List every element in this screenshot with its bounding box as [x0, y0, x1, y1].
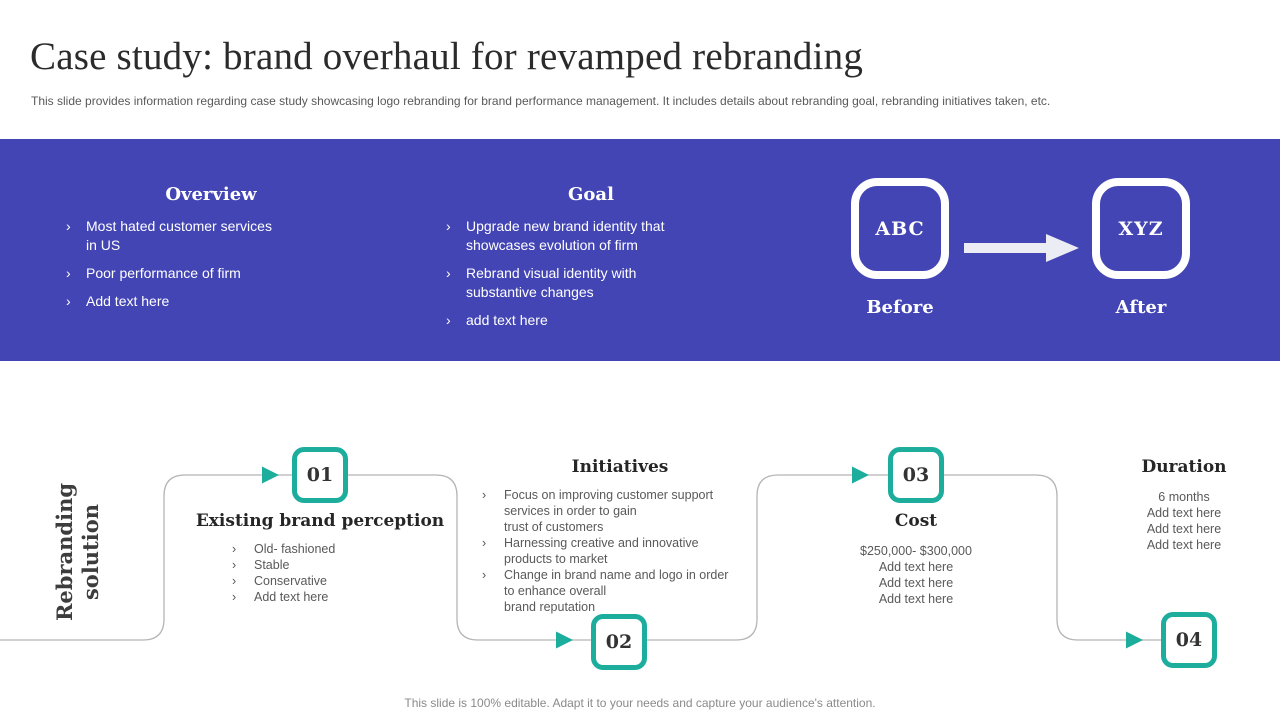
section-bullet-list: ›Old- fashioned ›Stable ›Conservative ›A… [232, 541, 460, 605]
step-number: 02 [605, 631, 633, 653]
goal-bullet: ›Upgrade new brand identity that showcas… [446, 218, 665, 253]
overview-bullet: ›Most hated customer services in US [66, 218, 272, 253]
bullet-chevron-icon: › [446, 218, 451, 234]
bullet-chevron-icon: › [446, 265, 451, 281]
bullet-chevron-icon: › [446, 312, 451, 328]
bullet-chevron-icon: › [66, 265, 71, 281]
section-heading: Existing brand perception [195, 511, 445, 531]
bullet-chevron-icon: › [232, 542, 237, 556]
cost-line: Add text here [878, 560, 954, 574]
section-bullet: ›Change in brand name and logo in order … [482, 568, 729, 614]
duration-section: Duration 6 months Add text here Add text… [1084, 457, 1280, 553]
overview-bullet: ›Add text here [66, 293, 170, 309]
transition-arrow-icon [964, 234, 1079, 262]
overview-bullet-list: ›Most hated customer services in US ›Poo… [66, 217, 356, 311]
bullet-chevron-icon: › [232, 574, 237, 588]
cost-section: Cost $250,000- $300,000 Add text here Ad… [816, 511, 1016, 607]
section-heading: Duration [1141, 457, 1227, 477]
cost-lines: $250,000- $300,000 Add text here Add tex… [816, 543, 1016, 607]
section-heading: Initiatives [571, 457, 669, 477]
bullet-chevron-icon: › [482, 536, 487, 550]
initiatives-section: Initiatives ›Focus on improving customer… [470, 457, 770, 615]
step-number: 03 [902, 464, 930, 486]
flow-arrow-icon [262, 466, 279, 484]
goal-bullet: ›add text here [446, 312, 548, 328]
overview-bullet: ›Poor performance of firm [66, 265, 241, 281]
step-number-box-01: 01 [292, 447, 348, 503]
duration-line: Add text here [1146, 506, 1222, 520]
overview-section: Overview ›Most hated customer services i… [66, 184, 356, 320]
bullet-chevron-icon: › [66, 293, 71, 309]
rebranding-solution-label: Rebranding solution [52, 482, 103, 622]
step-number: 04 [1175, 629, 1203, 651]
summary-banner: Overview ›Most hated customer services i… [0, 139, 1280, 361]
flow-arrow-icon [852, 466, 869, 484]
goal-section: Goal ›Upgrade new brand identity that sh… [446, 184, 736, 339]
before-logo-box: ABC [851, 178, 949, 279]
bullet-chevron-icon: › [482, 488, 487, 502]
before-logo-text: ABC [875, 217, 925, 240]
slide-footer-note: This slide is 100% editable. Adapt it to… [404, 696, 876, 710]
after-label: After [1115, 297, 1167, 318]
bullet-chevron-icon: › [482, 568, 487, 582]
section-bullet: ›Old- fashioned [232, 542, 336, 556]
cost-line: Add text here [878, 592, 954, 606]
duration-line: Add text here [1146, 522, 1222, 536]
step-number: 01 [306, 464, 334, 486]
cost-line: $250,000- $300,000 [860, 544, 972, 558]
section-bullet: ›Stable [232, 558, 290, 572]
flow-arrow-icon [556, 631, 573, 649]
section-bullet: ›Add text here [232, 590, 329, 604]
step-number-box-04: 04 [1161, 612, 1217, 668]
duration-line: 6 months [1158, 490, 1210, 504]
before-label: Before [866, 297, 934, 318]
duration-lines: 6 months Add text here Add text here Add… [1084, 489, 1280, 553]
section-bullet-list: ›Focus on improving customer support ser… [482, 487, 770, 615]
duration-line: Add text here [1146, 538, 1222, 552]
section-bullet: ›Harnessing creative and innovative prod… [482, 536, 699, 566]
step-number-box-02: 02 [591, 614, 647, 670]
flow-arrow-icon [1126, 631, 1143, 649]
slide-subtitle: This slide provides information regardin… [31, 94, 1051, 108]
section-bullet: ›Focus on improving customer support ser… [482, 488, 714, 534]
after-logo-box: XYZ [1092, 178, 1190, 279]
bullet-chevron-icon: › [66, 218, 71, 234]
bullet-chevron-icon: › [232, 558, 237, 572]
overview-heading: Overview [165, 184, 257, 205]
goal-bullet: ›Rebrand visual identity with substantiv… [446, 265, 637, 300]
cost-line: Add text here [878, 576, 954, 590]
existing-brand-perception-section: Existing brand perception ›Old- fashione… [180, 511, 460, 605]
after-logo-text: XYZ [1118, 217, 1164, 240]
slide-title: Case study: brand overhaul for revamped … [30, 35, 864, 78]
bullet-chevron-icon: › [232, 590, 237, 604]
goal-bullet-list: ›Upgrade new brand identity that showcas… [446, 217, 736, 330]
step-number-box-03: 03 [888, 447, 944, 503]
section-heading: Cost [894, 511, 938, 531]
goal-heading: Goal [568, 184, 614, 205]
section-bullet: ›Conservative [232, 574, 327, 588]
